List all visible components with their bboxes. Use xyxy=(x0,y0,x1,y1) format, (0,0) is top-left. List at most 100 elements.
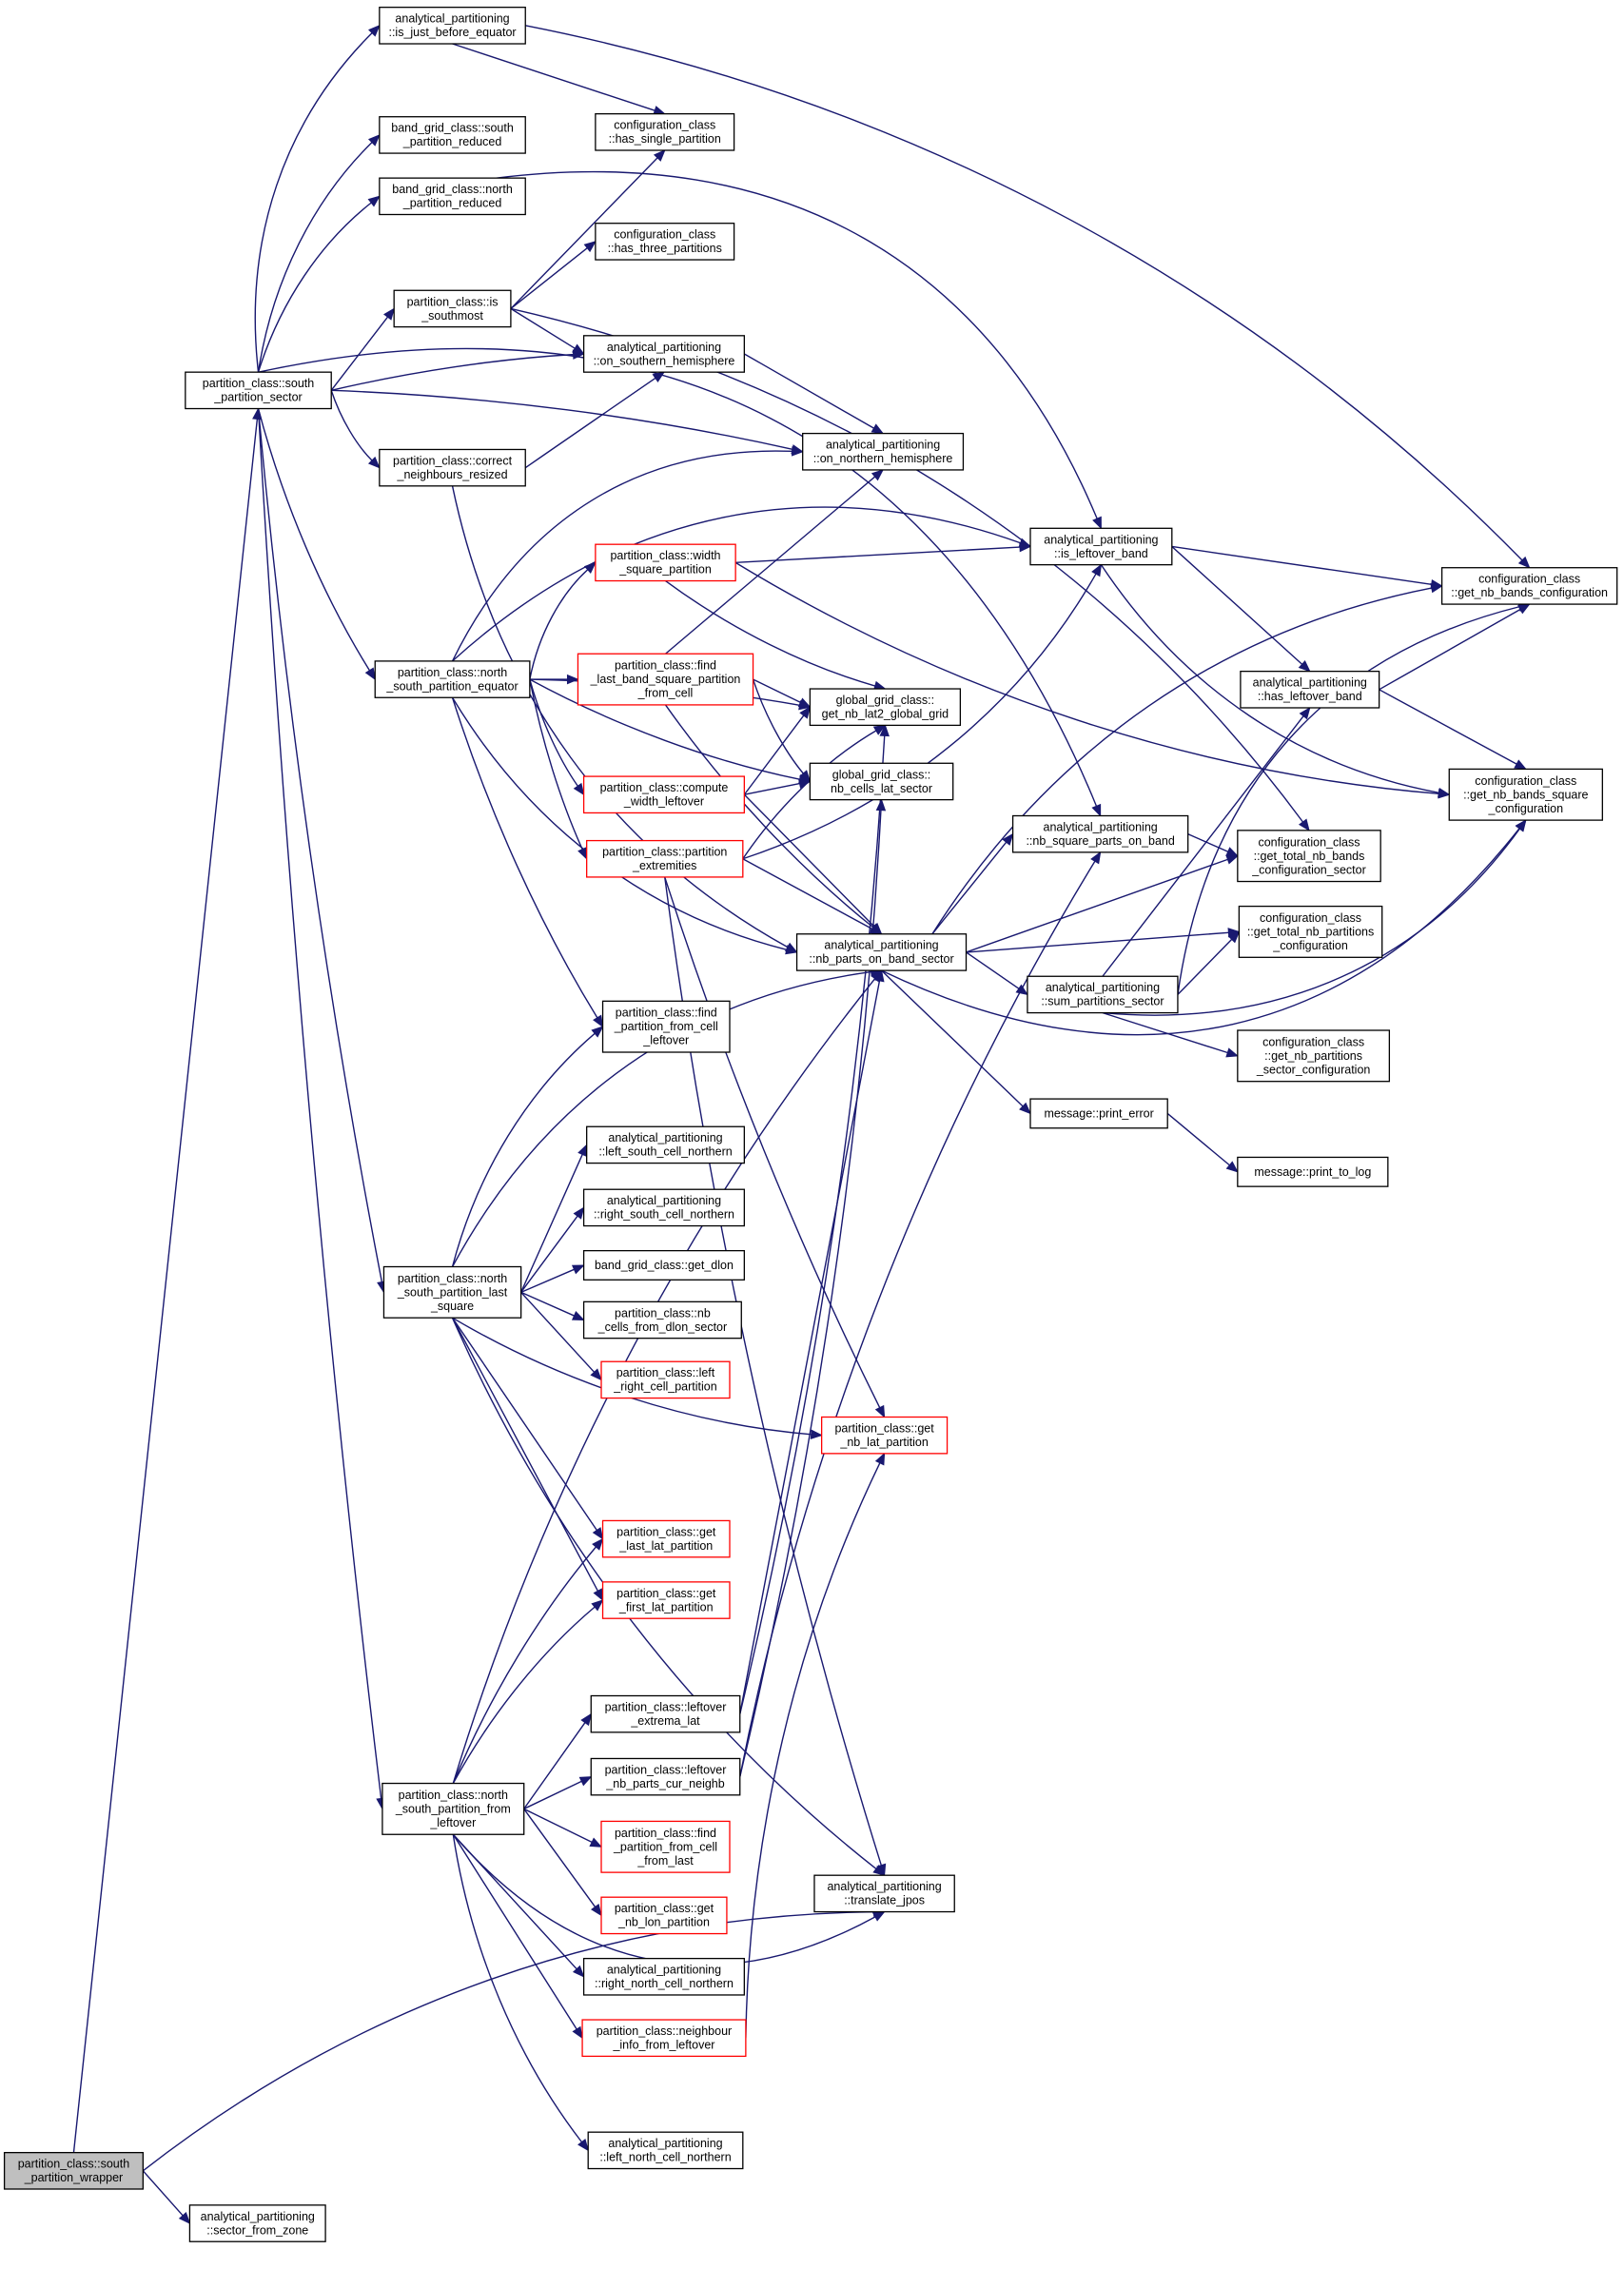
node-find-last-band[interactable]: partition_class::find_last_band_square_p… xyxy=(577,653,754,706)
node-label-line: _nb_lon_partition xyxy=(617,1916,710,1929)
node-leftover-nb-parts[interactable]: partition_class::leftover_nb_parts_cur_n… xyxy=(590,1757,741,1796)
node-label-line: ::sector_from_zone xyxy=(206,2223,308,2237)
node-get-total-nb-bands[interactable]: configuration_class::get_total_nb_bands_… xyxy=(1237,830,1381,883)
node-box xyxy=(185,371,332,410)
node-box xyxy=(600,1896,728,1935)
node-box xyxy=(1029,1098,1168,1129)
node-print-to-log[interactable]: message::print_to_log xyxy=(1237,1156,1389,1187)
call-edge-arrowhead xyxy=(1438,788,1451,798)
call-edge xyxy=(1171,545,1432,586)
node-label-line: message::print_error xyxy=(1044,1107,1153,1121)
node-bg-south-reduced[interactable]: band_grid_class::south_partition_reduced xyxy=(379,116,526,154)
node-get-nb-bands-conf[interactable]: configuration_class::get_nb_bands_config… xyxy=(1440,567,1618,605)
call-edge-arrowhead xyxy=(1225,847,1240,857)
node-label-line: analytical_partitioning xyxy=(608,2137,722,2150)
node-get-nb-lat2[interactable]: global_grid_class::get_nb_lat2_global_gr… xyxy=(809,688,962,727)
call-edge xyxy=(451,485,789,948)
call-edge xyxy=(664,704,874,929)
call-edge xyxy=(520,1291,596,1373)
node-width-square[interactable]: partition_class::width_square_partition xyxy=(595,543,736,582)
node-on-southern[interactable]: analytical_partitioning::on_southern_hem… xyxy=(582,335,745,373)
node-label-line: partition_class::north xyxy=(398,1272,507,1285)
node-box xyxy=(595,223,735,261)
call-edge xyxy=(665,579,875,687)
node-label-line: ::sum_partitions_sector xyxy=(1041,995,1164,1008)
node-has-three[interactable]: configuration_class::has_three_partition… xyxy=(595,223,735,261)
node-right-north-north[interactable]: analytical_partitioning::right_north_cel… xyxy=(582,1957,745,1996)
call-edge xyxy=(452,1834,583,2143)
node-box xyxy=(581,2019,747,2058)
node-sector-from-zone[interactable]: analytical_partitioning::sector_from_zon… xyxy=(188,2204,326,2242)
call-edge-arrowhead xyxy=(871,469,885,481)
call-edge xyxy=(523,1808,597,1907)
node-label-line: analytical_partitioning xyxy=(1044,820,1158,833)
node-get-total-nb-partitions[interactable]: configuration_class::get_total_nb_partit… xyxy=(1238,905,1383,958)
node-find-from-cell-last[interactable]: partition_class::find_partition_from_cel… xyxy=(600,1820,731,1873)
node-left-right-cell[interactable]: partition_class::left_right_cell_partiti… xyxy=(600,1360,731,1399)
node-print-error[interactable]: message::print_error xyxy=(1029,1098,1168,1129)
call-edge-arrowhead xyxy=(785,945,798,955)
call-edge xyxy=(1100,564,1439,793)
node-left-north-north[interactable]: analytical_partitioning::left_north_cell… xyxy=(587,2131,744,2170)
call-edge-arrowhead xyxy=(367,456,381,469)
node-bg-north-reduced[interactable]: band_grid_class::north_partition_reduced xyxy=(379,177,526,216)
node-label-line: partition_class::neighbour xyxy=(597,2024,732,2038)
call-edge xyxy=(523,1780,582,1810)
node-compute-width[interactable]: partition_class::compute_width_leftover xyxy=(582,775,745,814)
node-label-line: analytical_partitioning xyxy=(607,1194,721,1207)
node-nspfl[interactable]: partition_class::north_south_partition_f… xyxy=(382,1782,525,1835)
node-box xyxy=(813,1874,955,1913)
node-get-last-lat[interactable]: partition_class::get_last_lat_partition xyxy=(601,1519,731,1558)
node-get-nb-lon[interactable]: partition_class::get_nb_lon_partition xyxy=(600,1896,728,1935)
node-get-nb-bands-square[interactable]: configuration_class::get_nb_bands_square… xyxy=(1448,768,1603,821)
node-translate-jpos[interactable]: analytical_partitioning::translate_jpos xyxy=(813,1874,955,1913)
node-label-line: partition_class::south xyxy=(18,2158,129,2171)
node-nspls[interactable]: partition_class::north_south_partition_l… xyxy=(382,1265,522,1319)
node-box xyxy=(379,116,526,154)
call-edge-arrowhead xyxy=(879,724,890,737)
node-on-northern[interactable]: analytical_partitioning::on_northern_hem… xyxy=(802,432,965,471)
node-right-south-north[interactable]: analytical_partitioning::right_south_cel… xyxy=(582,1188,745,1227)
call-edge-arrowhead xyxy=(1092,516,1102,530)
node-sum-partitions[interactable]: analytical_partitioning::sum_partitions_… xyxy=(1027,975,1179,1014)
node-is-southmost[interactable]: partition_class::is_southmost xyxy=(393,289,512,328)
call-edge xyxy=(881,969,1024,1107)
node-has-leftover-band[interactable]: analytical_partitioning::has_leftover_ba… xyxy=(1240,670,1380,709)
node-label-line: ::left_north_cell_northern xyxy=(599,2151,731,2164)
call-edge-arrowhead xyxy=(871,1910,886,1922)
call-edge xyxy=(931,587,1432,935)
node-has-single[interactable]: configuration_class::has_single_partitio… xyxy=(595,113,735,151)
node-is-just-before-equator[interactable]: analytical_partitioning::is_just_before_… xyxy=(379,7,526,45)
node-get-dlon[interactable]: band_grid_class::get_dlon xyxy=(582,1249,745,1281)
call-edge xyxy=(520,1215,578,1293)
node-label-line: configuration_class xyxy=(1475,774,1576,788)
call-edge xyxy=(452,43,655,111)
call-edge-arrowhead xyxy=(573,782,585,796)
node-leftover-extrema[interactable]: partition_class::leftover_extrema_lat xyxy=(590,1694,741,1733)
node-nb-partitions-sector[interactable]: configuration_class::get_nb_partitions_s… xyxy=(1237,1029,1391,1083)
node-get-nb-lat-partition[interactable]: partition_class::get_nb_lat_partition xyxy=(820,1416,949,1455)
node-box xyxy=(582,1957,745,1996)
node-wrapper[interactable]: partition_class::south_partition_wrapper xyxy=(3,2151,144,2190)
node-nb-cells-from-dlon[interactable]: partition_class::nb_cells_from_dlon_sect… xyxy=(582,1300,742,1340)
node-left-south-north[interactable]: analytical_partitioning::left_south_cell… xyxy=(586,1125,745,1164)
node-label-line: partition_class::leftover xyxy=(605,1763,727,1776)
node-nb-parts-on-band[interactable]: analytical_partitioning::nb_parts_on_ban… xyxy=(795,933,968,971)
call-edge-arrowhead xyxy=(578,1776,593,1787)
node-neighbour-info[interactable]: partition_class::neighbour_info_from_lef… xyxy=(581,2019,747,2058)
node-sps[interactable]: partition_class::south_partition_sector xyxy=(185,371,332,410)
node-is-leftover-band[interactable]: analytical_partitioning::is_leftover_ban… xyxy=(1029,527,1173,566)
node-box xyxy=(3,2151,144,2190)
node-nspe[interactable]: partition_class::north_south_partition_e… xyxy=(374,660,531,698)
node-box xyxy=(595,543,736,582)
node-nb-cells-lat[interactable]: global_grid_class::nb_cells_lat_sector xyxy=(809,762,954,801)
node-label-line: configuration_class xyxy=(1258,835,1360,849)
node-get-first-lat[interactable]: partition_class::get_first_lat_partition xyxy=(601,1581,731,1619)
node-label-line: get_nb_lat2_global_grid xyxy=(822,708,949,721)
node-partition-extremities[interactable]: partition_class::partition_extremities xyxy=(586,839,744,878)
call-edge xyxy=(1171,545,1303,665)
node-label-line: _square xyxy=(430,1300,474,1313)
node-correct-neighbours[interactable]: partition_class::correct_neighbours_resi… xyxy=(379,448,526,487)
node-nb-square-parts[interactable]: analytical_partitioning::nb_square_parts… xyxy=(1011,814,1189,853)
node-find-from-cell-leftover[interactable]: partition_class::find_partition_from_cel… xyxy=(601,1000,731,1053)
